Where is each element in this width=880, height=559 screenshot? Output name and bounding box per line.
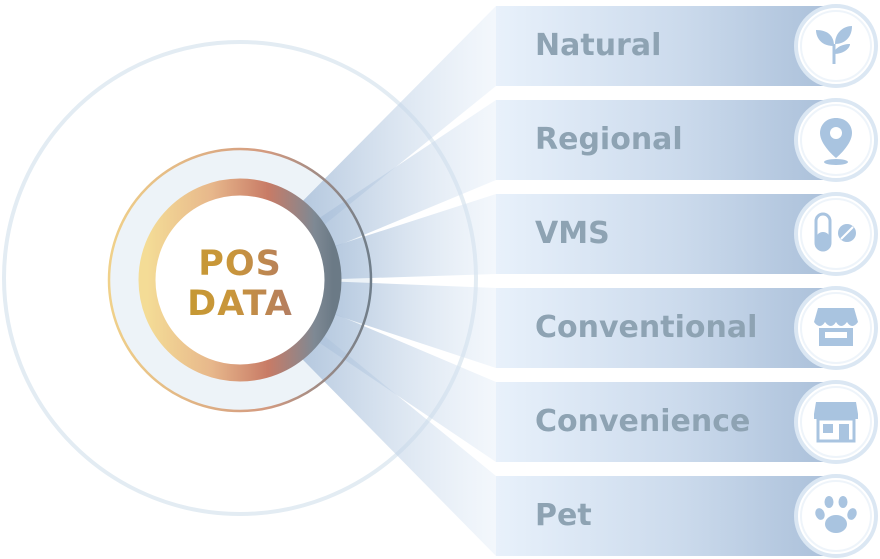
connector-wedges <box>296 6 496 556</box>
channel-label: Pet <box>535 498 592 533</box>
channel-band <box>496 288 836 368</box>
channel-label: Conventional <box>535 310 758 345</box>
channel-label: Regional <box>535 122 683 157</box>
pills-icon <box>814 212 856 252</box>
connector-wedge <box>311 310 496 462</box>
center-title-line2: DATA <box>150 284 330 324</box>
center-title-line1: POS <box>150 244 330 284</box>
leaf-sprout-icon <box>816 26 852 64</box>
outer-ring <box>2 40 478 516</box>
icon-badge <box>794 4 878 88</box>
icon-badge-inner-ring <box>800 386 872 458</box>
channel-band <box>496 100 836 180</box>
channel-label: VMS <box>535 216 610 251</box>
icon-badge <box>794 380 878 464</box>
icon-badge <box>794 192 878 276</box>
icon-badge-inner-ring <box>800 104 872 176</box>
channel-band <box>496 6 836 86</box>
channel-band <box>496 382 836 462</box>
channel-band <box>496 194 836 274</box>
paw-print-icon <box>815 496 857 533</box>
channel-label: Convenience <box>535 404 751 439</box>
channel-label: Natural <box>535 28 662 63</box>
gradient-ring <box>138 178 342 382</box>
map-pin-icon <box>820 118 852 165</box>
icon-badge-inner-ring <box>800 10 872 82</box>
market-stall-icon <box>814 308 858 346</box>
icon-badge-inner-ring <box>800 198 872 270</box>
storefront-icon <box>814 402 858 443</box>
connector-wedge <box>296 6 496 231</box>
connector-wedge <box>312 100 496 251</box>
icon-badge-inner-ring <box>800 480 872 552</box>
connector-wedge <box>296 330 496 556</box>
thin-ring <box>107 147 373 413</box>
channel-band <box>496 476 836 556</box>
icon-badge-inner-ring <box>800 292 872 364</box>
channel-bands <box>496 4 878 558</box>
